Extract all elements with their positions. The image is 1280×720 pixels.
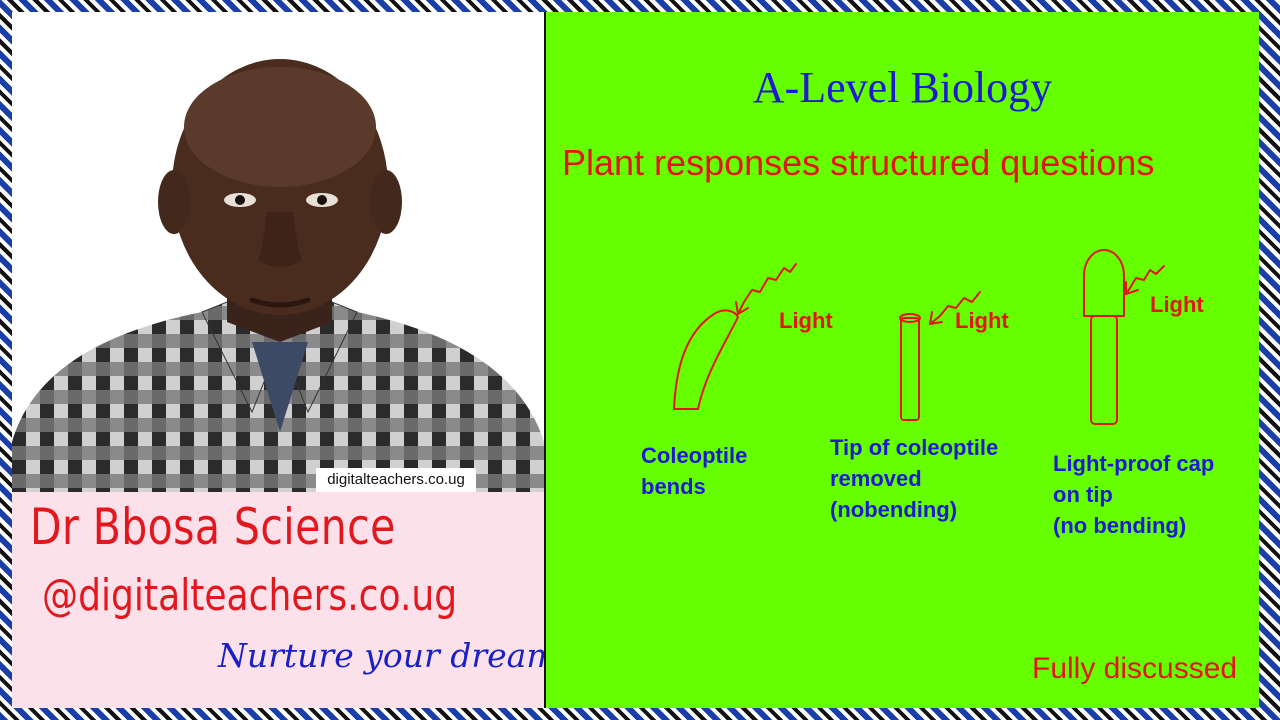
brand-handle: @digitalteachers.co.ug [42, 570, 458, 621]
light-label-2: Light [955, 308, 1009, 333]
brand-box [12, 492, 544, 708]
presenter-portrait [12, 12, 544, 492]
caption-capped: Light-proof cap on tip (no bending) [1053, 448, 1214, 541]
caption-line: Tip of coleoptile [830, 435, 999, 460]
coleoptile-diagrams [673, 249, 1165, 425]
slogan: Nurture your dreams [218, 636, 544, 675]
caption-line: bends [641, 474, 706, 499]
light-label-1: Light [779, 308, 833, 333]
footer-note: Fully discussed [1032, 652, 1238, 685]
lesson-title: A-Level Biology [752, 63, 1053, 112]
panel-divider [544, 12, 546, 708]
lesson-panel: A-Level Biology Plant responses structur… [546, 12, 1259, 708]
photo-watermark: digitalteachers.co.ug [316, 468, 476, 492]
caption-line: Light-proof cap [1053, 451, 1215, 476]
lesson-subtitle: Plant responses structured questions [562, 142, 1155, 183]
caption-line: (nobending) [830, 497, 958, 522]
bending-coleoptile-drawing [673, 309, 739, 410]
caption-bending: Coleoptile bends [641, 440, 747, 502]
caption-line: removed [830, 466, 922, 491]
light-label-3: Light [1150, 292, 1204, 317]
caption-line: on tip [1053, 482, 1113, 507]
light-ray-icon [737, 263, 797, 315]
decapitated-coleoptile-drawing [900, 317, 920, 421]
light-ray-icon [929, 291, 981, 325]
capped-coleoptile-drawing [1083, 249, 1125, 317]
presenter-panel: digitalteachers.co.ug Dr Bbosa Science @… [12, 12, 544, 708]
caption-decapitated: Tip of coleoptile removed (nobending) [830, 432, 998, 525]
caption-line: Coleoptile [641, 443, 748, 468]
light-ray-icon [1125, 265, 1165, 295]
brand-name: Dr Bbosa Science [30, 498, 396, 556]
caption-line: (no bending) [1053, 513, 1187, 538]
